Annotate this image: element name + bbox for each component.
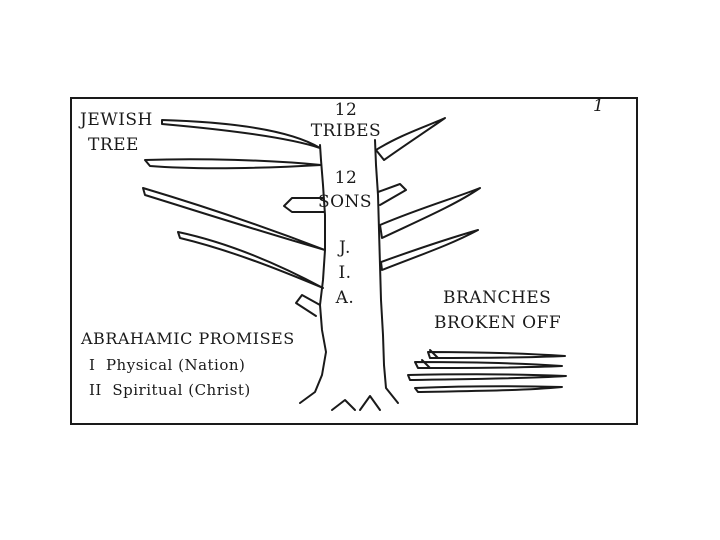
promise-item-spiritual: II Spiritual (Christ) xyxy=(89,381,251,399)
left-branch xyxy=(142,187,326,251)
broken-branches-label-line-2: BROKEN OFF xyxy=(434,313,562,333)
right-branch xyxy=(375,117,446,161)
left-branch xyxy=(144,158,322,170)
left-branch-stub xyxy=(283,197,325,213)
promises-heading: ABRAHAMIC PROMISES xyxy=(81,329,295,348)
right-branch xyxy=(380,229,479,271)
broken-branch-splinter xyxy=(421,349,439,369)
left-branch xyxy=(177,231,324,289)
tree-roots xyxy=(331,399,356,411)
promise-item-physical: I Physical (Nation) xyxy=(89,356,246,374)
right-branch xyxy=(379,187,481,239)
broken-branch xyxy=(427,351,566,359)
left-branch-stub xyxy=(295,294,321,317)
left-branch xyxy=(161,119,321,149)
patriarch-a: A. xyxy=(335,288,355,308)
diagram-border xyxy=(70,97,638,425)
right-branch-stub xyxy=(377,183,407,206)
tree-trunk xyxy=(299,144,327,404)
broken-branch xyxy=(414,385,563,393)
tribes-count: 12 xyxy=(334,100,358,120)
patriarch-i: I. xyxy=(338,263,352,283)
broken-branches-label-line-1: BRANCHES xyxy=(443,288,552,308)
patriarch-j: J. xyxy=(339,238,351,258)
sons-label: SONS xyxy=(317,192,373,212)
tree-roots xyxy=(359,395,381,411)
sons-count: 12 xyxy=(334,168,358,188)
tribes-label: TRIBES xyxy=(310,121,382,141)
tree-trunk xyxy=(374,139,399,404)
broken-branch xyxy=(414,361,563,369)
broken-branch xyxy=(407,373,567,381)
page-number: 1 xyxy=(593,96,605,116)
tree-title-line-1: JEWISH xyxy=(80,110,153,130)
tree-title-line-2: TREE xyxy=(88,135,139,155)
